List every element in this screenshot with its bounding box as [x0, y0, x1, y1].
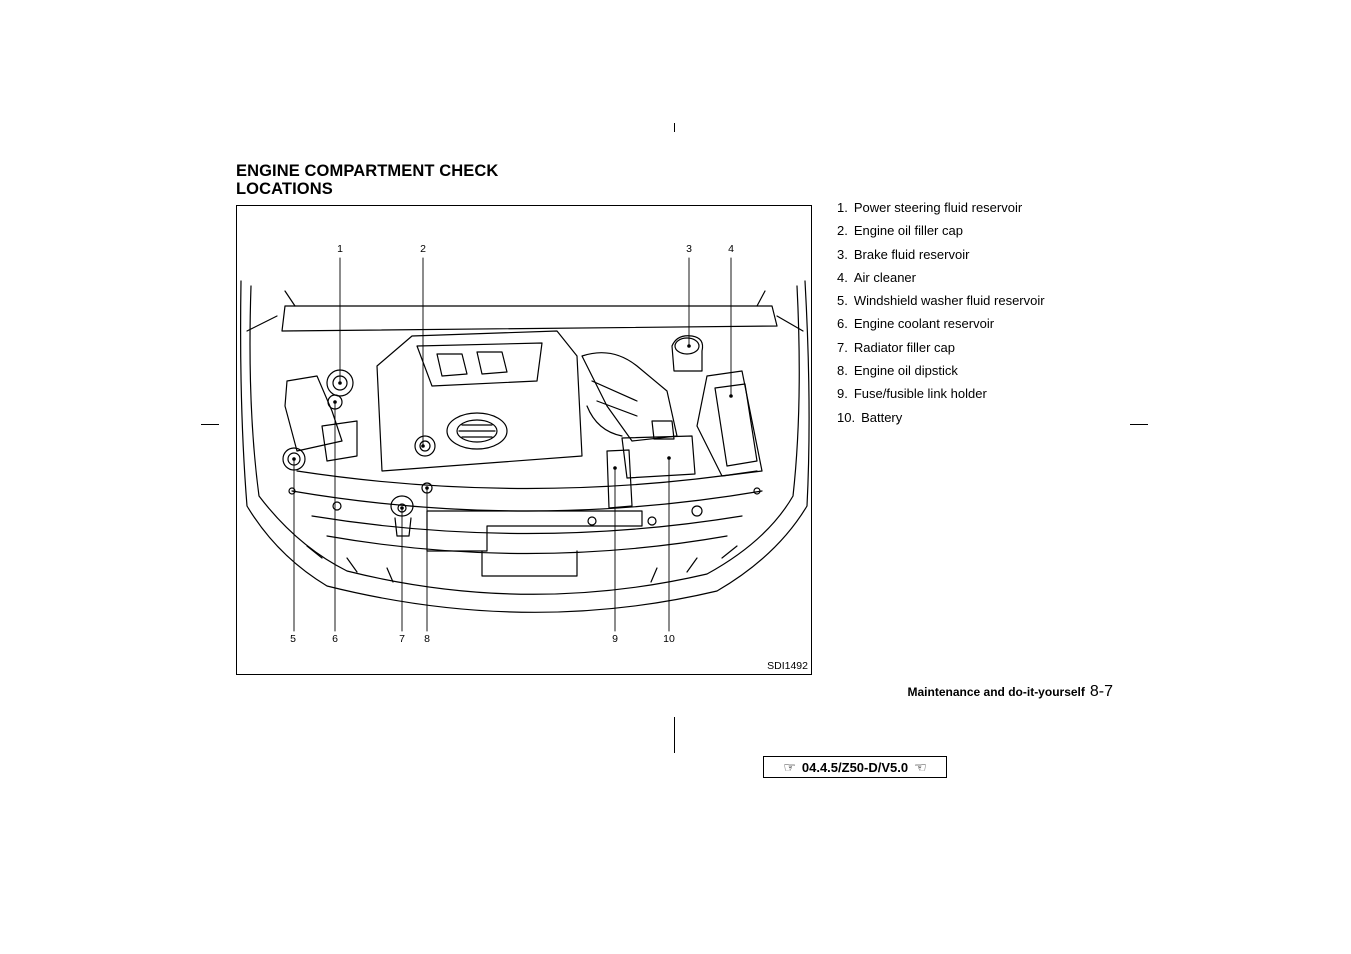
footer-section-title: Maintenance and do-it-yourself — [907, 685, 1085, 699]
registration-mark-right — [1130, 424, 1148, 425]
section-heading-line-1: ENGINE COMPARTMENT CHECK — [236, 162, 499, 180]
legend-item-label: Battery — [861, 409, 903, 425]
legend-item: 2. Engine oil filler cap — [837, 223, 1045, 246]
legend-item: 8. Engine oil dipstick — [837, 363, 1045, 386]
version-stamp: ☞ 04.4.5/Z50-D/V5.0 ☜ — [763, 756, 947, 778]
legend-item: 6. Engine coolant reservoir — [837, 316, 1045, 339]
pointing-hand-right-icon: ☞ — [783, 759, 796, 775]
callout-legend: 1. Power steering fluid reservoir 2. Engin… — [837, 200, 1045, 433]
legend-item: 10. Battery — [837, 410, 1045, 433]
legend-item-label: Brake fluid reservoir — [853, 246, 970, 262]
legend-item-label: Fuse/fusible link holder — [853, 386, 987, 402]
callout-number: 9 — [612, 633, 618, 645]
callout-number: 10 — [663, 633, 675, 645]
legend-item-number: 7. — [837, 339, 848, 355]
registration-mark-bottom — [674, 717, 675, 753]
registration-mark-top — [674, 123, 675, 132]
legend-item-label: Engine coolant reservoir — [853, 316, 995, 332]
callout-number: 8 — [424, 633, 430, 645]
legend-item-label: Engine oil filler cap — [853, 223, 963, 239]
legend-item: 1. Power steering fluid reservoir — [837, 200, 1045, 223]
legend-item-number: 5. — [837, 293, 848, 309]
legend-item-label: Windshield washer fluid reservoir — [853, 293, 1045, 309]
section-heading: ENGINE COMPARTMENT CHECK LOCATIONS — [236, 162, 576, 198]
pointing-hand-left-icon: ☜ — [914, 759, 927, 775]
legend-item-number: 3. — [837, 246, 848, 262]
callout-number: 4 — [728, 243, 734, 255]
legend-item-number: 9. — [837, 386, 848, 402]
registration-mark-left — [201, 424, 219, 425]
legend-item-number: 6. — [837, 316, 848, 332]
legend-item-number: 8. — [837, 363, 848, 379]
callout-number: 7 — [399, 633, 405, 645]
callout-number: 2 — [420, 243, 426, 255]
callout-number: 3 — [686, 243, 692, 255]
legend-item-number: 10. — [837, 409, 856, 425]
page-number: 8-7 — [1089, 683, 1113, 700]
figure-code: SDI1492 — [767, 660, 808, 672]
legend-item: 9. Fuse/fusible link holder — [837, 386, 1045, 409]
page-footer: Maintenance and do-it-yourself 8-7 — [908, 683, 1113, 701]
legend-item-label: Radiator filler cap — [853, 339, 955, 355]
legend-item-label: Engine oil dipstick — [853, 363, 958, 379]
engine-compartment-illustration: 1 2 3 4 5 6 7 8 9 10 SDI1492 — [236, 205, 812, 675]
legend-item-label: Power steering fluid reservoir — [853, 200, 1023, 215]
legend-item-number: 4. — [837, 269, 848, 285]
legend-item: 4. Air cleaner — [837, 270, 1045, 293]
legend-item-label: Air cleaner — [853, 269, 916, 285]
legend-item-number: 1. — [837, 200, 848, 215]
callout-number: 5 — [290, 633, 296, 645]
legend-item: 3. Brake fluid reservoir — [837, 247, 1045, 270]
legend-item: 7. Radiator filler cap — [837, 340, 1045, 363]
version-label: 04.4.5/Z50-D/V5.0 — [801, 759, 909, 775]
legend-item-number: 2. — [837, 223, 848, 239]
engine-line-drawing — [240, 257, 810, 632]
section-heading-line-2: LOCATIONS — [236, 180, 333, 198]
legend-item: 5. Windshield washer fluid reservoir — [837, 293, 1045, 316]
callout-number: 1 — [337, 243, 343, 255]
callout-number: 6 — [332, 633, 338, 645]
